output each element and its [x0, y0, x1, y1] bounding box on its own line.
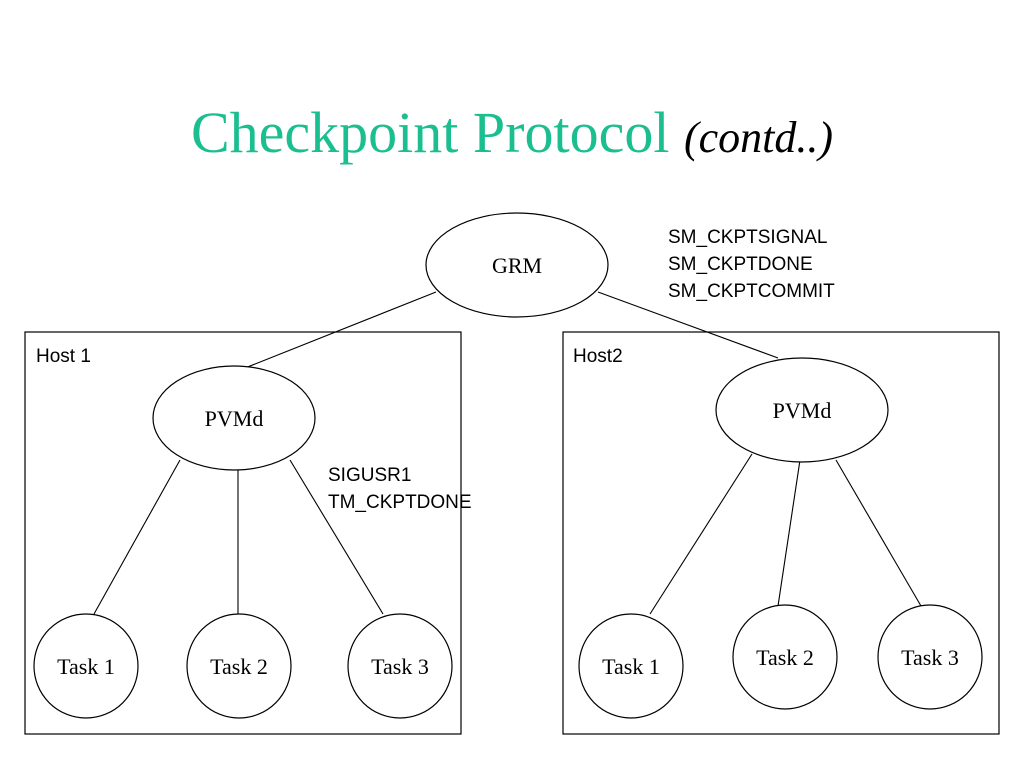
host1-task3-label: Task 3	[371, 654, 429, 679]
grm-node: GRM	[425, 212, 609, 318]
host2-pvmd-label: PVMd	[773, 398, 832, 423]
host1-task2-node: Task 2	[186, 613, 292, 719]
edge-grm-pvmd2	[597, 291, 779, 359]
edge-h1-pvmd-task1	[93, 459, 181, 615]
edge-h2-pvmd-task2	[777, 459, 801, 607]
host1-task2-label: Task 2	[210, 654, 268, 679]
title-main: Checkpoint Protocol	[190, 100, 670, 165]
host2-task3-node: Task 3	[877, 604, 983, 710]
grm-label: GRM	[492, 253, 542, 278]
title-sub: (contd..)	[683, 113, 833, 162]
grm-message-1: SM_CKPTSIGNAL	[668, 227, 827, 248]
grm-message-2: SM_CKPTDONE	[668, 254, 813, 275]
host1-pvmd-node: PVMd	[152, 365, 316, 471]
slide-title: Checkpoint Protocol (contd..)	[0, 98, 1024, 173]
edge-h2-pvmd-task1	[649, 453, 753, 615]
host2-task1-label: Task 1	[602, 654, 660, 679]
host2-task1-node: Task 1	[578, 613, 684, 719]
edge-h2-pvmd-task3	[835, 459, 922, 607]
host1-message-1: SIGUSR1	[328, 465, 411, 486]
host1-label: Host 1	[36, 346, 91, 367]
host1-task3-node: Task 3	[347, 613, 453, 719]
host2-task2-node: Task 2	[732, 604, 838, 710]
host1-task1-node: Task 1	[33, 613, 139, 719]
edge-grm-pvmd1	[244, 291, 437, 369]
host1-message-2: TM_CKPTDONE	[328, 492, 472, 513]
host2-task3-label: Task 3	[901, 645, 959, 670]
host2-task2-label: Task 2	[756, 645, 814, 670]
edge-h1-pvmd-task3	[289, 459, 384, 615]
host2-label: Host2	[573, 346, 623, 367]
host1-task1-label: Task 1	[57, 654, 115, 679]
host1-pvmd-label: PVMd	[205, 406, 264, 431]
host2-pvmd-node: PVMd	[715, 357, 889, 463]
grm-message-3: SM_CKPTCOMMIT	[668, 281, 835, 302]
